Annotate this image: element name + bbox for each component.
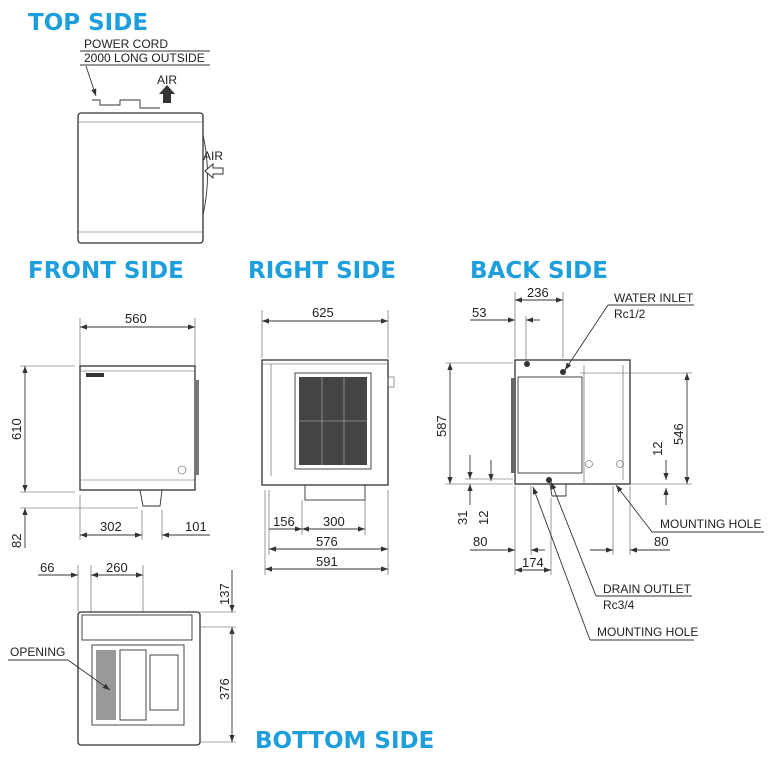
back-side-view: 236 53 587 546 12 31 12 80 80 174 W <box>434 285 764 641</box>
dim-front-bottom: 82 <box>9 534 24 548</box>
dim-bottom-width-260: 260 <box>106 560 128 575</box>
dim-back-right-small: 12 <box>650 442 665 456</box>
power-cord-length-label: 2000 LONG OUTSIDE <box>84 51 205 65</box>
dim-front-height: 610 <box>9 418 24 440</box>
right-side-view: 625 156 300 576 591 <box>261 305 395 575</box>
mounting-hole-bottom-label: MOUNTING HOLE <box>597 625 698 639</box>
power-cord-icon <box>92 99 160 109</box>
water-inlet-size: Rc1/2 <box>614 307 646 321</box>
heading-bottom-side: BOTTOM SIDE <box>255 728 434 754</box>
bottom-side-view: 66 260 137 376 OPENING <box>8 560 236 746</box>
air-up-arrow-icon <box>159 85 175 103</box>
dim-back-top-width: 236 <box>527 285 549 300</box>
dim-back-right-80: 80 <box>654 534 668 549</box>
dim-back-bottom-31: 31 <box>455 511 470 525</box>
drain-outlet-size: Rc3/4 <box>603 598 635 612</box>
dim-front-leg-right: 101 <box>185 519 207 534</box>
heading-front-side: FRONT SIDE <box>28 258 184 284</box>
heading-right-side: RIGHT SIDE <box>248 258 396 284</box>
power-cord-label: POWER CORD <box>84 37 168 51</box>
top-side-view: POWER CORD 2000 LONG OUTSIDE AIR AIR <box>77 37 224 244</box>
dim-front-leg-left: 302 <box>100 519 122 534</box>
dim-right-width: 625 <box>312 305 334 320</box>
dim-bottom-depth-376: 376 <box>217 678 232 700</box>
heading-top-side: TOP SIDE <box>28 10 148 36</box>
air-top-label: AIR <box>157 73 177 87</box>
dim-right-inner-width: 576 <box>316 534 338 549</box>
dim-back-left-80: 80 <box>473 534 487 549</box>
dim-bottom-depth-137: 137 <box>217 583 232 605</box>
heading-back-side: BACK SIDE <box>470 258 608 284</box>
opening-label: OPENING <box>10 645 65 659</box>
dim-back-inlet-offset: 53 <box>472 305 486 320</box>
air-side-label: AIR <box>203 149 223 163</box>
water-inlet-label: WATER INLET <box>614 291 694 305</box>
dim-back-drain-offset: 174 <box>522 555 544 570</box>
dim-right-leg-offset: 156 <box>273 514 295 529</box>
front-side-view: 560 610 82 302 101 <box>9 311 210 548</box>
dim-right-total-width: 591 <box>316 554 338 569</box>
air-left-arrow-icon <box>204 162 224 180</box>
dim-back-height: 587 <box>434 415 449 437</box>
dim-bottom-offset-66: 66 <box>40 560 54 575</box>
drain-outlet-label: DRAIN OUTLET <box>603 582 692 596</box>
dim-front-width: 560 <box>125 311 147 326</box>
dim-right-leg-width: 300 <box>323 514 345 529</box>
dim-back-bottom-12: 12 <box>476 511 491 525</box>
mounting-hole-right-label: MOUNTING HOLE <box>660 517 761 531</box>
dim-back-inner-height: 546 <box>671 423 686 445</box>
